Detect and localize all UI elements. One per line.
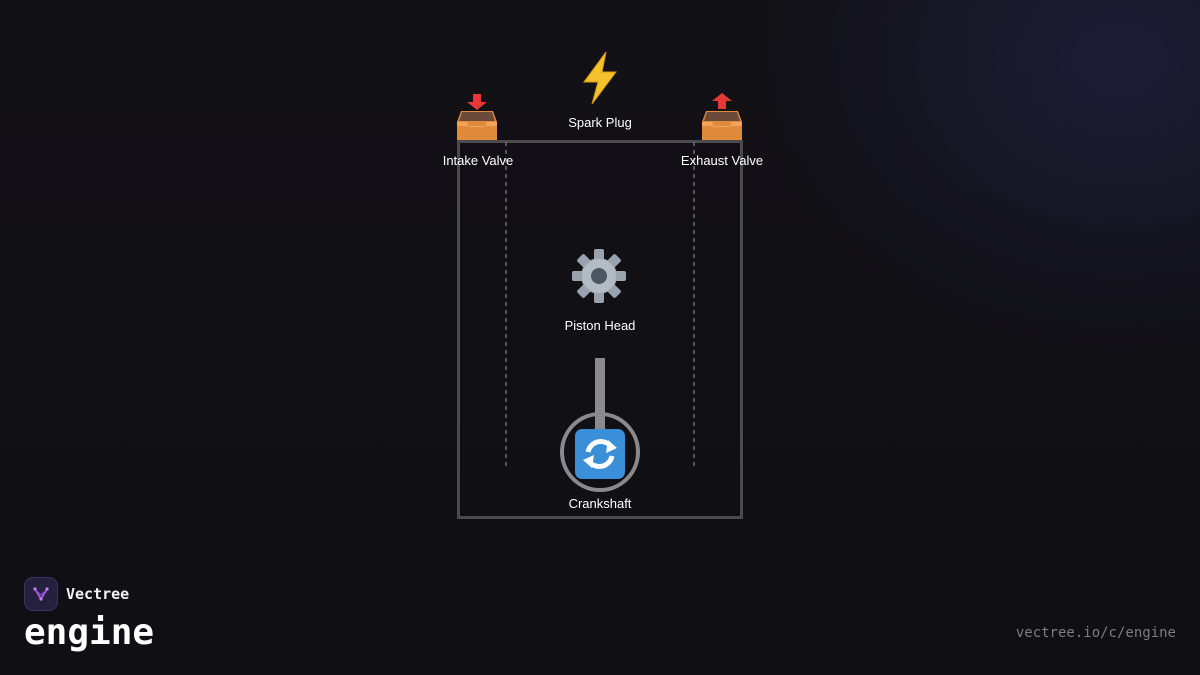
piston-head-label: Piston Head xyxy=(564,318,636,333)
page-title: engine xyxy=(24,612,155,653)
lightning-bolt-icon xyxy=(583,51,617,105)
connecting-rod xyxy=(595,358,605,434)
crankshaft-label: Crankshaft xyxy=(568,496,632,511)
intake-valve-label: Intake Valve xyxy=(442,153,514,168)
exhaust-valve-label: Exhaust Valve xyxy=(680,153,764,168)
gear-icon xyxy=(572,249,626,303)
crankshaft-ring xyxy=(560,412,640,492)
vectree-logo-icon xyxy=(24,577,58,611)
brand: Vectree xyxy=(24,577,129,611)
spark-plug-label: Spark Plug xyxy=(568,115,632,130)
brand-name: Vectree xyxy=(66,585,130,603)
cylinder-wall xyxy=(457,140,743,519)
refresh-arrows-icon xyxy=(575,429,625,479)
inbox-tray-icon xyxy=(457,94,497,140)
page-url[interactable]: vectree.io/c/engine xyxy=(1015,625,1176,641)
outbox-tray-icon xyxy=(702,93,742,140)
